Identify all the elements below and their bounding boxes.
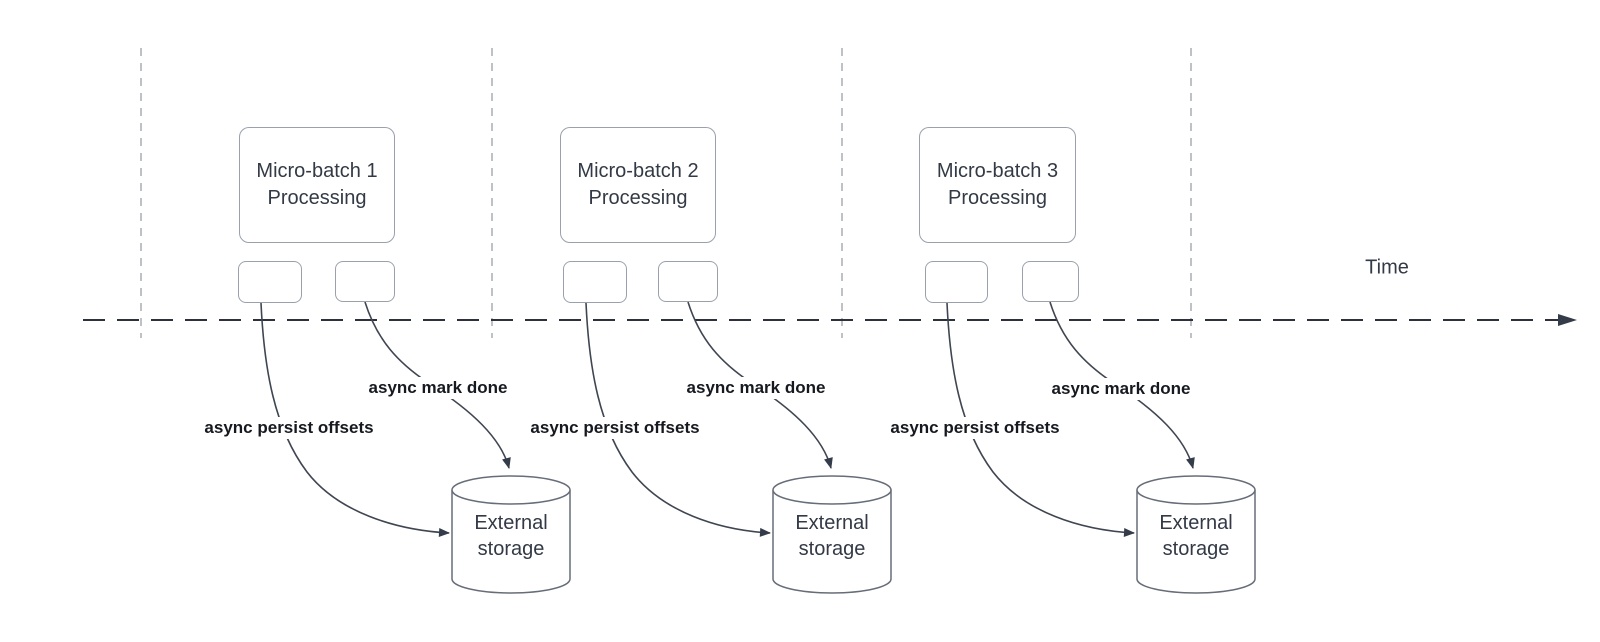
microbatch-3-title: Micro-batch 3 Processing (936, 160, 1059, 209)
microbatch-2-processing-box: Micro-batch 2 Processing (560, 127, 716, 243)
microbatch-3-processing-box: Micro-batch 3 Processing (919, 127, 1076, 243)
microbatch-1-title: Micro-batch 1 Processing (256, 160, 378, 209)
microbatch-2-title: Micro-batch 2 Processing (577, 160, 699, 209)
storage-cylinder-3 (1136, 475, 1256, 594)
storage-cylinder-2 (772, 475, 892, 594)
mark-done-label-3: async mark done (1047, 378, 1195, 400)
persist-offsets-label-3: async persist offsets (886, 417, 1064, 439)
external-storage-label-2: External storage (795, 512, 869, 560)
storage-cylinder-1 (451, 475, 571, 594)
microbatch-1-processing-box: Micro-batch 1 Processing (239, 127, 395, 243)
persist-offsets-task-box-2 (563, 261, 627, 303)
mark-done-task-box-1 (335, 261, 395, 302)
persist-offsets-label-1: async persist offsets (200, 417, 378, 439)
external-storage-label-1: External storage (474, 512, 548, 560)
mark-done-task-box-3 (1022, 261, 1079, 302)
time-axis-label: Time (1365, 256, 1409, 279)
persist-offsets-task-box-1 (238, 261, 302, 303)
external-storage-label-3: External storage (1159, 512, 1233, 560)
persist-offsets-arrow-1 (260, 302, 450, 537)
mark-done-label-2: async mark done (682, 377, 830, 399)
mark-done-task-box-2 (658, 261, 718, 302)
persist-offsets-arrow-3 (946, 302, 1135, 537)
persist-offsets-task-box-3 (925, 261, 988, 303)
persist-offsets-label-2: async persist offsets (526, 417, 704, 439)
persist-offsets-arrow-2 (585, 302, 771, 537)
mark-done-label-1: async mark done (364, 377, 512, 399)
